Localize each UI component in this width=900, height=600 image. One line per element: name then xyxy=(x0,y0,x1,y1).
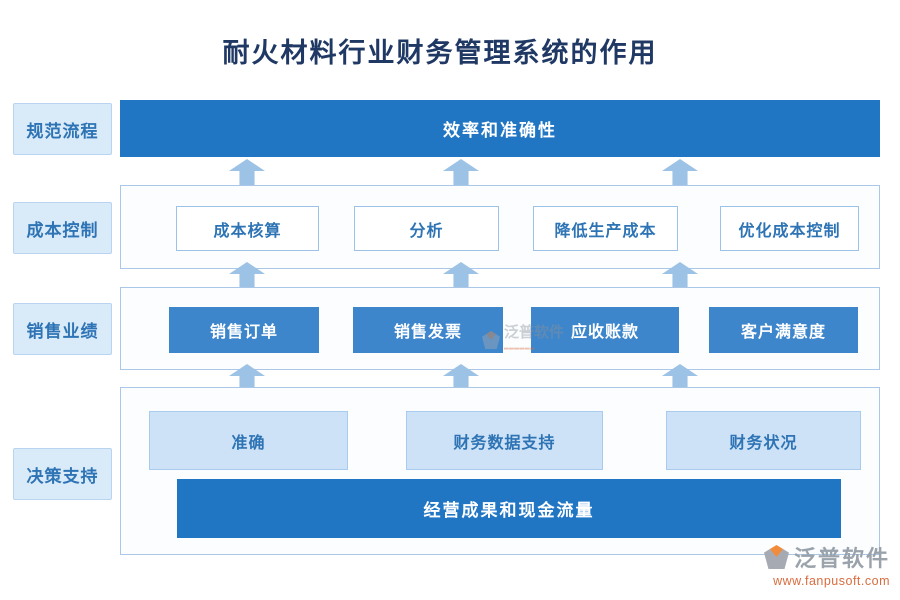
layer-decision-support: 准确 财务数据支持 财务状况 经营成果和现金流量 xyxy=(120,387,880,555)
cost-box: 优化成本控制 xyxy=(720,206,859,251)
sales-box-label: 客户满意度 xyxy=(740,324,826,341)
side-label-process: 规范流程 xyxy=(13,103,112,155)
footer-website-text: www.fanpusoft.com xyxy=(773,574,890,588)
side-label-cost-control: 成本控制 xyxy=(13,202,112,254)
cost-box-label: 分析 xyxy=(409,222,444,240)
sales-box-label: 销售发票 xyxy=(393,324,462,341)
page-title: 耐火材料行业财务管理系统的作用 xyxy=(222,38,658,68)
side-label-text: 规范流程 xyxy=(26,121,99,141)
cost-box-label: 成本核算 xyxy=(213,222,282,240)
efficiency-bar: 效率和准确性 xyxy=(120,100,880,157)
up-arrow-icon xyxy=(443,159,479,185)
footer-brand-logo: 泛普软件 www.fanpusoft.com xyxy=(763,541,890,588)
layer-cost-control: 成本核算 分析 降低生产成本 优化成本控制 xyxy=(120,185,880,269)
sales-box: 客户满意度 xyxy=(709,307,858,353)
decision-box: 准确 xyxy=(149,411,348,470)
side-label-text: 成本控制 xyxy=(26,220,99,240)
footer-brand-name: 泛普软件 xyxy=(793,546,890,571)
sales-box: 销售发票 xyxy=(353,307,503,353)
sales-box-label: 应收账款 xyxy=(570,324,639,341)
side-label-text: 销售业绩 xyxy=(26,321,99,341)
decision-box-label: 财务状况 xyxy=(729,434,798,452)
decision-box: 财务数据支持 xyxy=(406,411,603,470)
decision-bar: 经营成果和现金流量 xyxy=(177,479,841,538)
decision-box-label: 财务数据支持 xyxy=(453,434,556,452)
side-label-decision: 决策支持 xyxy=(13,448,112,500)
decision-box: 财务状况 xyxy=(666,411,861,470)
cost-box: 分析 xyxy=(354,206,499,251)
cost-box-label: 优化成本控制 xyxy=(738,222,841,240)
cost-box-label: 降低生产成本 xyxy=(554,222,657,240)
cost-box: 成本核算 xyxy=(176,206,319,251)
efficiency-bar-label: 效率和准确性 xyxy=(443,121,557,140)
sales-box: 应收账款 xyxy=(531,307,679,353)
fanpu-logo-icon xyxy=(763,545,789,569)
sales-box: 销售订单 xyxy=(169,307,319,353)
cost-box: 降低生产成本 xyxy=(533,206,678,251)
up-arrow-icon xyxy=(229,159,265,185)
side-label-sales: 销售业绩 xyxy=(13,303,112,355)
decision-bar-label: 经营成果和现金流量 xyxy=(423,501,595,520)
layer-sales-performance: 销售订单 销售发票 应收账款 客户满意度 xyxy=(120,287,880,370)
side-label-text: 决策支持 xyxy=(26,466,99,486)
decision-box-label: 准确 xyxy=(231,434,266,452)
up-arrow-icon xyxy=(662,159,698,185)
sales-box-label: 销售订单 xyxy=(209,324,278,341)
